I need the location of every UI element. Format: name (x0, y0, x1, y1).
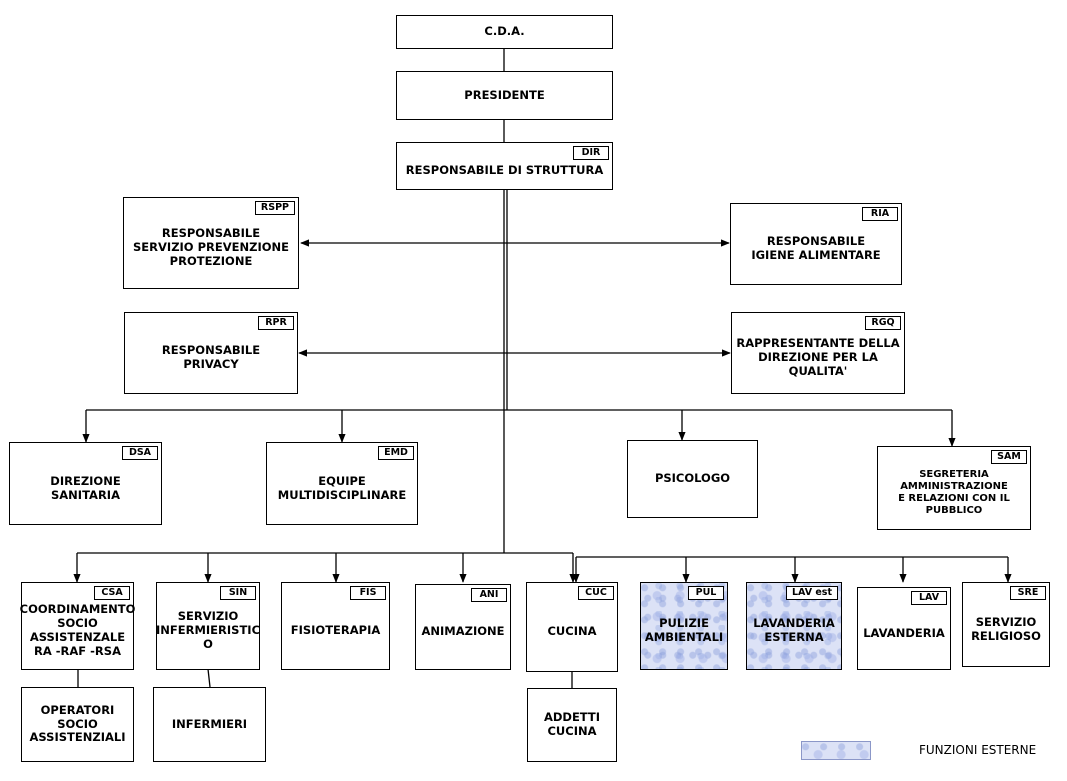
node-fis-tag: FIS (350, 586, 386, 600)
node-rpr-tag: RPR (258, 316, 294, 330)
node-infermieri: INFERMIERI (153, 687, 266, 762)
node-rgq-tag: RGQ (865, 316, 901, 330)
legend-swatch (801, 741, 871, 760)
node-dsa-tag: DSA (122, 446, 158, 460)
node-oss: OPERATORI SOCIO ASSISTENZIALI (21, 687, 134, 762)
node-psicologo: PSICOLOGO (627, 440, 758, 518)
node-cuc-label: CUCINA (547, 624, 597, 639)
node-pul-label: PULIZIE AMBIENTALI (644, 616, 724, 644)
node-sre-tag: SRE (1010, 586, 1046, 600)
node-ria: RIA RESPONSABILE IGIENE ALIMENTARE (730, 203, 902, 285)
node-rgq: RGQ RAPPRESENTANTE DELLA DIREZIONE PER LA… (731, 312, 905, 394)
line-sin-infermieri (207, 668, 211, 688)
node-sre: SRE SERVIZIO RELIGIOSO (962, 582, 1050, 667)
node-sam-label: SEGRETERIA AMMINISTRAZIONE E RELAZIONI C… (898, 469, 1010, 516)
node-lav-label: LAVANDERIA (863, 625, 945, 640)
node-rspp: RSPP RESPONSABILE SERVIZIO PREVENZIONE PR… (123, 197, 299, 289)
node-ani-label: ANIMAZIONE (421, 624, 505, 639)
node-sre-label: SERVIZIO RELIGIOSO (971, 614, 1041, 643)
node-cda-label: C.D.A. (484, 24, 525, 39)
node-cuc: CUC CUCINA (526, 582, 618, 672)
node-addetti-label: ADDETTI CUCINA (543, 710, 601, 738)
node-ria-label: RESPONSABILE IGIENE ALIMENTARE (751, 234, 881, 262)
node-rspp-tag: RSPP (254, 201, 295, 215)
node-fis: FIS FISIOTERAPIA (281, 582, 390, 670)
node-emd: EMD EQUIPE MULTIDISCIPLINARE (266, 442, 418, 525)
node-csa: CSA COORDINAMENTO SOCIO ASSISTENZALE RA -… (19, 582, 136, 670)
node-ria-tag: RIA (862, 207, 898, 221)
node-emd-tag: EMD (378, 446, 414, 460)
node-ani-tag: ANI (471, 588, 507, 602)
node-pul: PUL PULIZIE AMBIENTALI (640, 582, 728, 670)
node-cda: C.D.A. (396, 15, 613, 49)
node-sin-tag: SIN (220, 586, 256, 600)
node-pul-tag: PUL (688, 586, 724, 600)
node-infermieri-label: INFERMIERI (171, 716, 248, 731)
node-rpr: RPR RESPONSABILE PRIVACY (124, 312, 298, 394)
node-sin: SIN SERVIZIO INFERMIERISTIC O (156, 582, 260, 670)
node-rgq-label: RAPPRESENTANTE DELLA DIREZIONE PER LA QU… (736, 336, 900, 378)
node-lav-est-tag: LAV est (785, 586, 838, 600)
node-lav: LAV LAVANDERIA (857, 587, 951, 670)
node-csa-tag: CSA (94, 586, 130, 600)
node-sam: SAM SEGRETERIA AMMINISTRAZIONE E RELAZION… (877, 446, 1031, 530)
node-sam-tag: SAM (991, 450, 1027, 464)
node-dir: DIR RESPONSABILE DI STRUTTURA (396, 142, 613, 190)
node-emd-label: EQUIPE MULTIDISCIPLINARE (277, 473, 407, 502)
node-psicologo-label: PSICOLOGO (654, 471, 731, 486)
node-addetti: ADDETTI CUCINA (527, 688, 617, 762)
node-cuc-tag: CUC (578, 586, 614, 600)
node-fis-label: FISIOTERAPIA (290, 623, 381, 638)
node-presidente: PRESIDENTE (396, 71, 613, 120)
node-dir-label: RESPONSABILE DI STRUTTURA (405, 163, 604, 178)
node-csa-label: COORDINAMENTO SOCIO ASSISTENZALE RA -RAF… (19, 602, 136, 658)
node-presidente-label: PRESIDENTE (464, 87, 545, 102)
node-lav-tag: LAV (911, 591, 947, 605)
node-dsa-label: DIREZIONE SANITARIA (50, 473, 121, 502)
node-ani: ANI ANIMAZIONE (415, 584, 511, 670)
node-rpr-label: RESPONSABILE PRIVACY (161, 343, 261, 371)
node-sin-label: SERVIZIO INFERMIERISTIC O (155, 609, 261, 651)
legend-label: FUNZIONI ESTERNE (919, 743, 1037, 757)
node-rspp-label: RESPONSABILE SERVIZIO PREVENZIONE PROTEZ… (133, 226, 289, 268)
node-oss-label: OPERATORI SOCIO ASSISTENZIALI (29, 702, 126, 745)
node-dir-tag: DIR (573, 146, 609, 160)
node-lav-est-label: LAVANDERIA ESTERNA (753, 616, 835, 644)
